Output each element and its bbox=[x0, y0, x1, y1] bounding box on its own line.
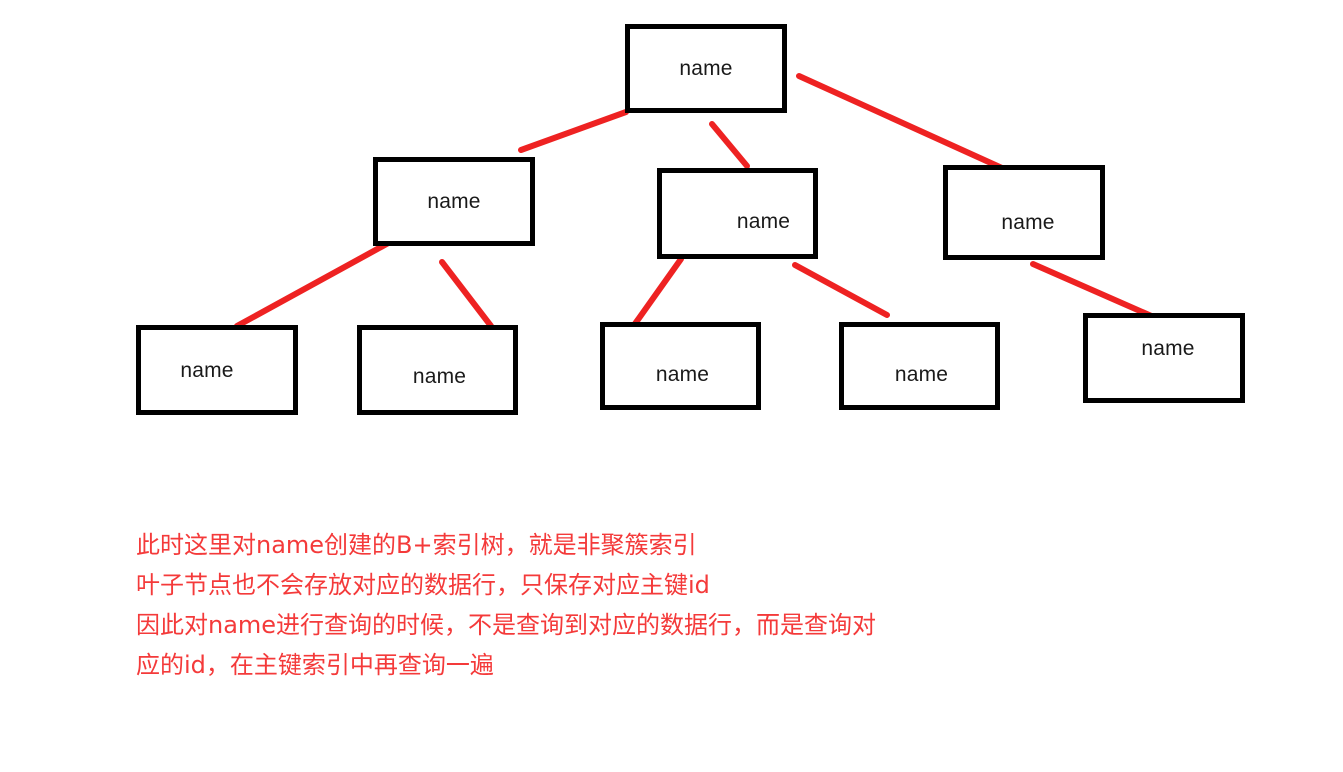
tree-node-leaf-1[interactable]: name bbox=[136, 325, 298, 415]
caption-line-4: 应的id，在主键索引中再查询一遍 bbox=[136, 651, 494, 679]
caption-line-3: 因此对name进行查询的时候，不是查询到对应的数据行，而是查询对 bbox=[136, 611, 877, 639]
edge-internal2-leaf3 bbox=[629, 256, 684, 331]
caption-line-1: 此时这里对name创建的B+索引树，就是非聚簇索引 bbox=[136, 531, 697, 559]
tree-node-label: name bbox=[1001, 211, 1055, 234]
tree-node-leaf-2[interactable]: name bbox=[357, 325, 518, 415]
tree-node-internal-2[interactable]: name bbox=[657, 168, 818, 259]
tree-node-label: name bbox=[655, 362, 710, 386]
tree-node-label: name bbox=[412, 364, 467, 388]
edge-internal1-leaf1 bbox=[234, 238, 395, 329]
tree-node-label: name bbox=[180, 358, 234, 382]
edge-internal3-leaf5 bbox=[1030, 261, 1159, 321]
tree-node-label: name bbox=[679, 57, 733, 80]
tree-node-label: name bbox=[894, 362, 949, 386]
tree-node-label: name bbox=[736, 210, 791, 233]
tree-node-leaf-5[interactable]: name bbox=[1083, 313, 1245, 403]
edge-internal1-leaf2 bbox=[439, 259, 494, 329]
caption-block: 此时这里对name创建的B+索引树，就是非聚簇索引叶子节点也不会存放对应的数据行… bbox=[136, 525, 1286, 685]
edge-internal2-leaf4 bbox=[792, 262, 890, 318]
edge-root-internal3 bbox=[796, 73, 1016, 176]
tree-node-leaf-4[interactable]: name bbox=[839, 322, 1000, 410]
tree-node-leaf-3[interactable]: name bbox=[600, 322, 761, 410]
tree-node-internal-1[interactable]: name bbox=[373, 157, 535, 246]
caption-line-2: 叶子节点也不会存放对应的数据行，只保存对应主键id bbox=[136, 571, 710, 599]
tree-node-label: name bbox=[427, 190, 481, 213]
edge-root-internal1 bbox=[518, 109, 629, 153]
tree-node-label: name bbox=[1141, 336, 1195, 360]
tree-node-root[interactable]: name bbox=[625, 24, 787, 113]
tree-node-internal-3[interactable]: name bbox=[943, 165, 1105, 260]
edge-root-internal2 bbox=[709, 121, 750, 169]
